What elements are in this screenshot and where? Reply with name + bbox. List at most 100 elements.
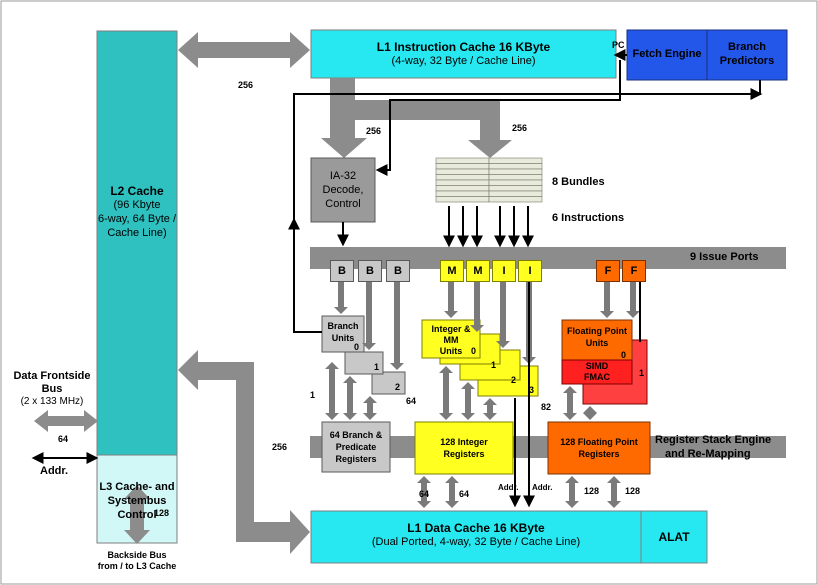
simd-line1: SIMD — [585, 361, 609, 371]
l3-line2: Systembus — [107, 495, 167, 507]
fp-dcache-width1: 128 — [584, 486, 600, 496]
instructions-label: 6 Instructions — [552, 212, 625, 224]
branch-predictors-line2: Predictors — [719, 55, 775, 67]
fp-regs-line1: 128 Floating Point — [560, 437, 638, 447]
port-f2: F — [622, 260, 646, 282]
int-width: 64 — [406, 396, 417, 406]
fetch-engine-label: Fetch Engine — [632, 48, 702, 60]
bundle-cell — [488, 157, 543, 164]
bundle-cell — [435, 163, 490, 170]
l3-line1: L3 Cache- and — [99, 481, 175, 493]
pc-label: PC — [612, 40, 625, 50]
fetch-engine-box — [626, 29, 708, 81]
int-regs-box — [414, 421, 514, 475]
l2-dcache-bus — [178, 350, 310, 554]
unit-arrow — [390, 281, 404, 370]
branch-units-line1: Branch — [327, 321, 359, 331]
bundle-cell — [435, 168, 490, 175]
fp-unit-idx0: 0 — [621, 350, 627, 360]
port-b1: B — [330, 260, 354, 282]
int-dcache-width2: 64 — [459, 489, 470, 499]
reg-arrow — [563, 386, 577, 420]
reg-arrow — [325, 362, 339, 420]
bundle-cell — [435, 185, 490, 192]
unit-arrow — [496, 281, 510, 348]
bundle-cell — [435, 157, 490, 164]
l2-cache-line3: Cache Line) — [107, 227, 167, 239]
int-unit-idx0: 0 — [471, 346, 477, 356]
branch-regs-line1: 64 Branch & — [329, 430, 383, 440]
l1-dcache-box — [310, 510, 642, 564]
l3-line3: Control — [117, 509, 157, 521]
rse-line1: Register Stack Engine — [655, 434, 772, 446]
l2-cache-title: L2 Cache — [110, 184, 164, 198]
issue-ports-bar — [310, 247, 786, 269]
l2-cache-line2: 6-way, 64 Byte / — [97, 213, 177, 225]
addr-label: Addr. — [40, 465, 69, 477]
control-line — [375, 60, 621, 176]
reg-arrow — [343, 376, 357, 420]
branch-unit-idx1: 1 — [374, 362, 380, 372]
l1-icache-subtitle: (4-way, 32 Byte / Cache Line) — [391, 55, 536, 67]
issue-ports-label: 9 Issue Ports — [690, 251, 759, 263]
bundle-cell — [435, 190, 490, 197]
backside-width: 128 — [154, 508, 170, 518]
bundle-cell — [488, 190, 543, 197]
reg-arrow — [439, 366, 453, 420]
addr-bus-label-2: Addr. — [532, 483, 553, 492]
port-m1: M — [440, 260, 464, 282]
icache-bus-width: 256 — [238, 80, 254, 90]
bundle-cell — [488, 196, 543, 203]
addr-bus-label-1: Addr. — [498, 483, 519, 492]
int-unit-idx2: 2 — [511, 375, 517, 385]
decode-fetch-arrow — [321, 78, 512, 158]
l1-icache-title: L1 Instruction Cache 16 KByte — [376, 40, 551, 54]
ia32-line3: Control — [325, 198, 361, 210]
reg-arrow — [607, 476, 621, 508]
branch-unit-idx0: 0 — [354, 342, 360, 352]
reg-arrow — [445, 476, 459, 508]
int-units-line1: Integer & — [431, 324, 471, 334]
bundle-cell — [435, 196, 490, 203]
bundle-bus-width: 256 — [512, 123, 528, 133]
branch-width: 1 — [310, 390, 316, 400]
int-regs-line1: 128 Integer — [440, 437, 488, 447]
reg-arrow — [583, 406, 597, 420]
branch-predictors-box — [706, 29, 788, 81]
unit-arrow — [362, 281, 376, 350]
backside-bus-arrow — [124, 485, 150, 544]
ia32-line2: Decode, — [322, 184, 364, 196]
bundle-cell — [488, 179, 543, 186]
branch-unit-0 — [321, 315, 365, 353]
int-dcache-width1: 64 — [419, 489, 430, 499]
branch-regs-line2: Predicate — [335, 442, 377, 452]
unit-arrow — [626, 281, 640, 318]
reg-arrow — [483, 398, 497, 420]
bundle-cell — [435, 179, 490, 186]
frontside-line1: Data Frontside — [13, 370, 91, 382]
int-regs-line2: Registers — [443, 449, 485, 459]
int-unit-0 — [421, 319, 481, 359]
frontside-bus-arrow — [34, 410, 98, 432]
int-units-line3: Units — [439, 346, 463, 356]
branch-regs-box — [321, 421, 391, 473]
bundle-cell — [488, 174, 543, 181]
fp-unit-idx1: 1 — [639, 368, 645, 378]
port-m2: M — [466, 260, 490, 282]
unit-arrow — [334, 281, 348, 314]
l2-icache-bus — [178, 32, 310, 68]
l2-cache-line1: (96 Kbyte — [113, 199, 161, 211]
port-b3: B — [386, 260, 410, 282]
l2-cache-box — [96, 30, 178, 456]
unit-arrow — [444, 281, 458, 318]
fp-regs-box — [547, 421, 651, 475]
frontside-line3: (2 x 133 MHz) — [20, 396, 84, 407]
int-units-line2: MM — [443, 335, 459, 345]
fp-units-line2: Units — [585, 338, 609, 348]
rse-line2: and Re-Mapping — [665, 448, 751, 460]
l1-dcache-title: L1 Data Cache 16 KByte — [407, 521, 545, 535]
branch-unit-2 — [371, 371, 406, 395]
bundle-cell — [488, 185, 543, 192]
